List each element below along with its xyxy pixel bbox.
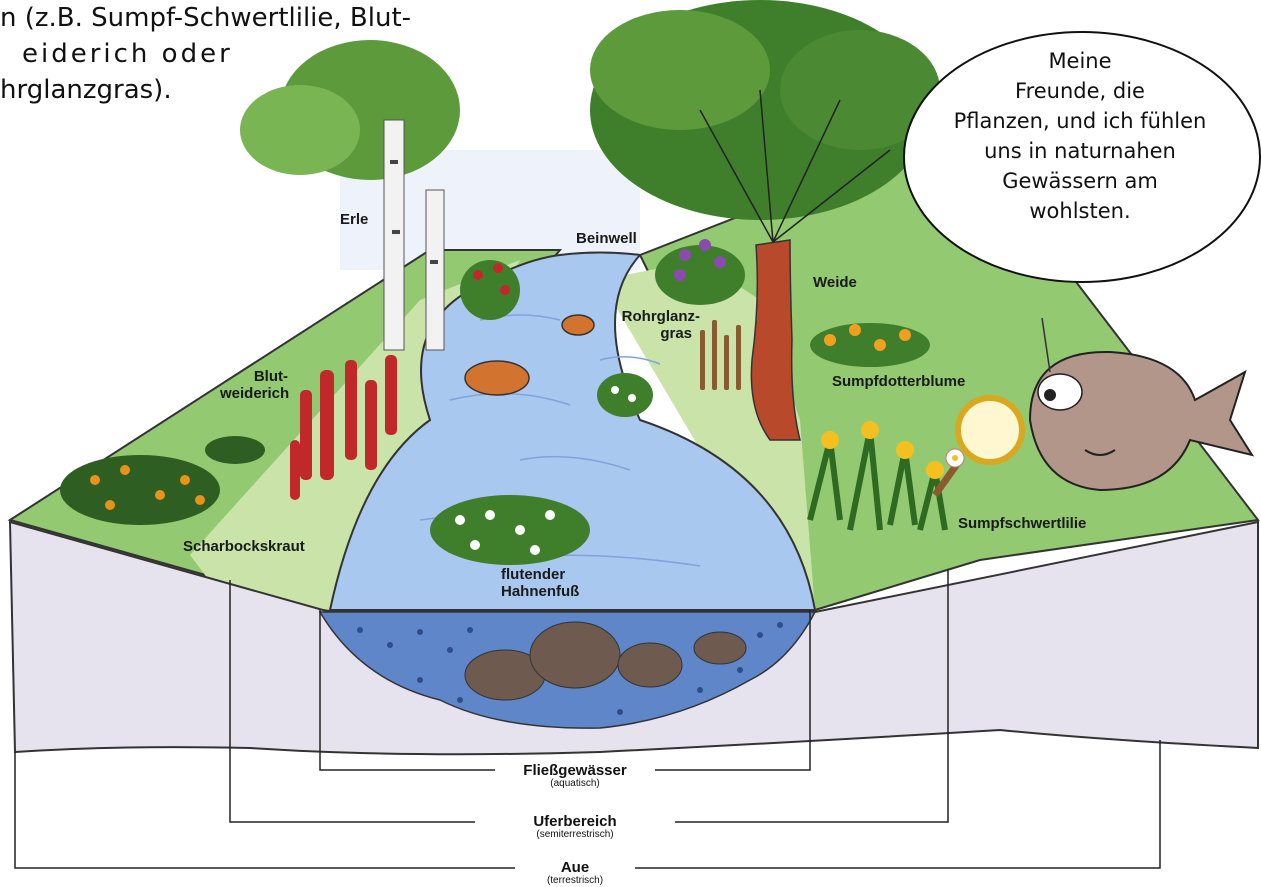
bracket-aue xyxy=(15,740,1160,868)
intro-line-2: eiderich oder xyxy=(0,36,411,72)
label-erle: Erle xyxy=(340,211,368,228)
zone-fliessgewaesser-title: Fließgewässer xyxy=(495,763,655,778)
sumpfdotterblume-plant xyxy=(810,323,930,367)
bubble-line-3: Pflanzen, und ich fühlen xyxy=(905,106,1255,136)
zone-fliessgewaesser: Fließgewässer (aquatisch) xyxy=(495,763,655,789)
label-hahnenfuss-line-2: Hahnenfuß xyxy=(501,583,579,600)
label-sumpfdotterblume: Sumpfdotterblume xyxy=(832,373,965,390)
label-hahnenfuss: flutender Hahnenfuß xyxy=(501,566,579,600)
label-blutweiderich-line-1: Blut- xyxy=(220,368,288,385)
intro-line-1: n (z.B. Sumpf-Schwertlilie, Blut- xyxy=(0,0,411,36)
zone-uferbereich: Uferbereich (semiterrestrisch) xyxy=(475,814,675,840)
bubble-line-6: wohlsten. xyxy=(905,196,1255,226)
label-weide: Weide xyxy=(813,274,857,291)
zone-aue-sub: (terrestrisch) xyxy=(515,876,635,886)
zone-uferbereich-title: Uferbereich xyxy=(475,814,675,829)
river-stone-right xyxy=(562,315,594,335)
bubble-line-5: Gewässern am xyxy=(905,166,1255,196)
zone-aue: Aue (terrestrisch) xyxy=(515,860,635,886)
label-blutweiderich: Blut- weiderich xyxy=(220,368,288,402)
river-stone-left xyxy=(465,361,529,395)
label-rohrglanzgras-line-1: Rohrglanz- xyxy=(600,308,700,325)
label-blutweiderich-line-2: weiderich xyxy=(220,385,288,402)
zone-aue-title: Aue xyxy=(515,860,635,875)
bubble-line-2: Freunde, die xyxy=(905,76,1255,106)
label-scharbockskraut: Scharbockskraut xyxy=(183,538,305,555)
bubble-line-4: uns in naturnahen xyxy=(905,136,1255,166)
label-beinwell: Beinwell xyxy=(576,230,637,247)
label-rohrglanzgras: Rohrglanz- gras xyxy=(600,308,700,342)
intro-text: n (z.B. Sumpf-Schwertlilie, Blut- eideri… xyxy=(0,0,411,108)
label-sumpfschwertlilie: Sumpfschwertlilie xyxy=(958,515,1086,532)
label-rohrglanzgras-line-2: gras xyxy=(600,325,700,342)
zone-uferbereich-sub: (semiterrestrisch) xyxy=(475,830,675,840)
speech-bubble-text: Meine Freunde, die Pflanzen, und ich füh… xyxy=(905,46,1255,226)
intro-line-3: hrglanzgras). xyxy=(0,72,411,108)
bubble-line-1: Meine xyxy=(905,46,1255,76)
label-hahnenfuss-line-1: flutender xyxy=(501,566,579,583)
red-flowers-upper-left xyxy=(460,260,520,320)
zone-fliessgewaesser-sub: (aquatisch) xyxy=(495,779,655,789)
